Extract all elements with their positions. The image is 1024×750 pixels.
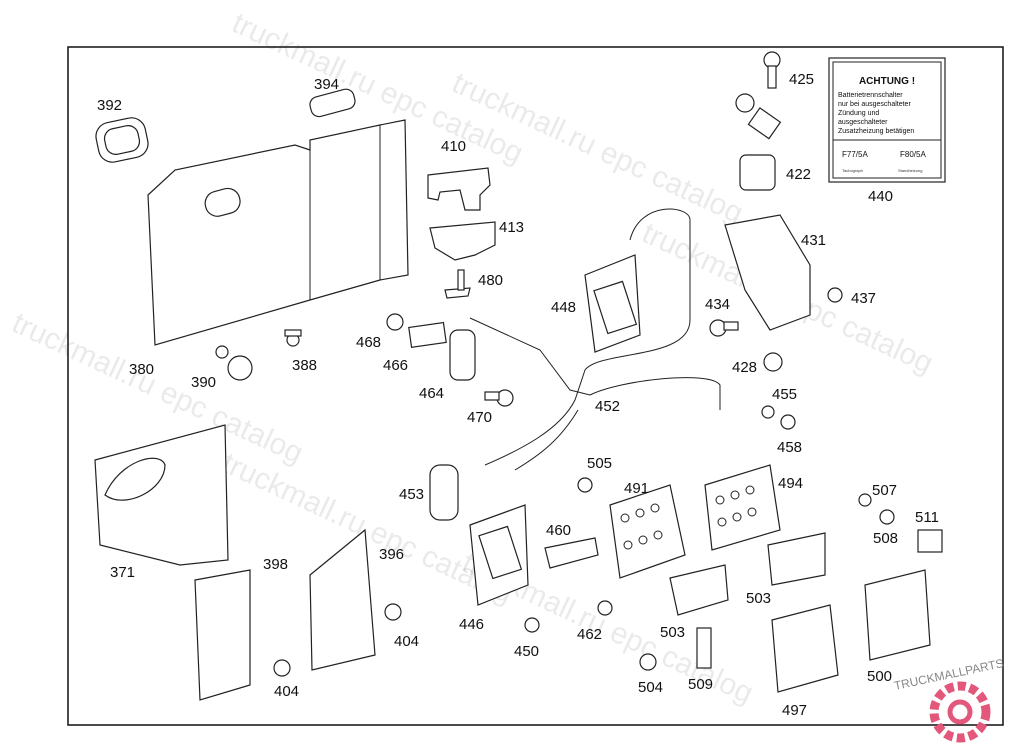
warning-line: ausgeschalteter (838, 119, 888, 126)
part-label[interactable]: 422 (786, 166, 811, 183)
part-label[interactable]: 388 (292, 357, 317, 374)
part-label[interactable]: 507 (872, 482, 897, 499)
part-label[interactable]: 404 (274, 683, 299, 700)
part-label[interactable]: 425 (789, 71, 814, 88)
part-label[interactable]: 505 (587, 455, 612, 472)
part-label[interactable]: 390 (191, 374, 216, 391)
part-label[interactable]: 460 (546, 522, 571, 539)
warning-line: Batterietrennschalter (838, 92, 903, 99)
part-label[interactable]: 452 (595, 398, 620, 415)
warning-label: ACHTUNG ! Batterietrennschalter nur bei … (828, 57, 946, 183)
part-label[interactable]: 450 (514, 643, 539, 660)
part-label[interactable]: 446 (459, 616, 484, 633)
part-label[interactable]: 380 (129, 361, 154, 378)
part-label[interactable]: 503 (746, 590, 771, 607)
part-label[interactable]: 392 (97, 97, 122, 114)
part-label[interactable]: 462 (577, 626, 602, 643)
warning-title: ACHTUNG ! (859, 76, 915, 87)
part-label[interactable]: 504 (638, 679, 663, 696)
part-label[interactable]: 437 (851, 290, 876, 307)
part-label[interactable]: 468 (356, 334, 381, 351)
part-label[interactable]: 410 (441, 138, 466, 155)
part-labels: 392 394 380 390 388 410 413 480 468 466 … (97, 71, 939, 719)
part-label[interactable]: 480 (478, 272, 503, 289)
part-drawings: ACHTUNG ! Batterietrennschalter nur bei … (94, 51, 946, 701)
caption-right: Standheizung (898, 168, 922, 173)
fuse-right: F80/5A (900, 150, 926, 159)
warning-line: nur bei ausgeschalteter (838, 101, 911, 108)
part-label[interactable]: 497 (782, 702, 807, 719)
part-label[interactable]: 431 (801, 232, 826, 249)
part-label[interactable]: 455 (772, 386, 797, 403)
warning-line: Zündung und (838, 110, 879, 117)
part-label[interactable]: 511 (915, 509, 939, 526)
part-label[interactable]: 458 (777, 439, 802, 456)
part-label[interactable]: 470 (467, 409, 492, 426)
part-label[interactable]: 508 (873, 530, 898, 547)
part-label[interactable]: 404 (394, 633, 419, 650)
part-label[interactable]: 448 (551, 299, 576, 316)
part-label[interactable]: 491 (624, 480, 649, 497)
warning-line: Zusatzheizung betätigen (838, 128, 914, 135)
part-label[interactable]: 500 (867, 668, 892, 685)
part-label[interactable]: 440 (868, 188, 893, 205)
part-label[interactable]: 503 (660, 624, 685, 641)
diagram-frame (67, 46, 1004, 726)
part-label[interactable]: 494 (778, 475, 803, 492)
part-label[interactable]: 466 (383, 357, 408, 374)
part-label[interactable]: 464 (419, 385, 444, 402)
caption-left: Tachograph (842, 168, 863, 173)
fuse-left: F77/5A (842, 150, 868, 159)
part-label[interactable]: 509 (688, 676, 713, 693)
part-label[interactable]: 428 (732, 359, 757, 376)
part-label[interactable]: 398 (263, 556, 288, 573)
part-label[interactable]: 434 (705, 296, 730, 313)
part-label[interactable]: 396 (379, 546, 404, 563)
part-label[interactable]: 413 (499, 219, 524, 236)
part-label[interactable]: 394 (314, 76, 339, 93)
part-label[interactable]: 453 (399, 486, 424, 503)
part-label[interactable]: 371 (110, 564, 135, 581)
